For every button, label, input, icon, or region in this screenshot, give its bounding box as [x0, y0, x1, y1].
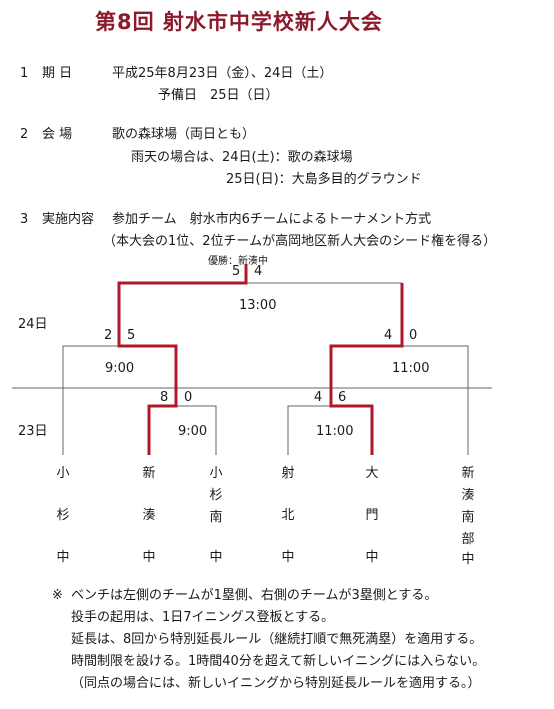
semi-right-score-left: 4 [384, 328, 393, 343]
team-char: 中 [365, 550, 379, 565]
team-char: 湊 [461, 488, 475, 503]
venue-number: 2 [20, 127, 29, 142]
team-char: 小 [56, 466, 70, 481]
quarter-right-score-left: 4 [314, 390, 323, 405]
quarter-left-time: 9:00 [178, 424, 208, 439]
quarter-left-score-left: 8 [160, 390, 169, 405]
semi-left-score-left: 2 [104, 328, 113, 343]
final-score-left: 5 [232, 264, 241, 279]
team-char: 射 [281, 466, 295, 481]
winner-label: 優勝：新湊中 [208, 256, 268, 267]
semi-right-time: 11:00 [392, 361, 430, 376]
team-char: 杉 [209, 488, 223, 503]
team-char: 湊 [142, 508, 156, 523]
final-score-right: 4 [254, 264, 263, 279]
day-23-label: 23日 [18, 424, 48, 439]
quarter-right-time: 11:00 [316, 424, 354, 439]
team-char: 小 [209, 466, 223, 481]
quarter-right-score-right: 6 [338, 390, 347, 405]
note-line-2: 投手の起用は、1日7イニングス登板とする。 [71, 610, 335, 625]
note-line-5: （同点の場合には、新しいイニングから特別延長ルールを適用する。） [71, 676, 481, 691]
note-line-1: ベンチは左側のチームが1塁側、右側のチームが3塁側とする。 [71, 588, 438, 603]
semi-left-score-right: 5 [127, 328, 136, 343]
rain-venue-2: 25日(日)：大島多目的グラウンド [226, 172, 422, 187]
note-line-4: 時間制限を設ける。1時間40分を超えて新しいイニングには入らない。 [71, 654, 486, 669]
date-number: 1 [20, 66, 29, 81]
team-char: 北 [281, 508, 295, 523]
semi-left-time: 9:00 [105, 361, 135, 376]
day-24-label: 24日 [18, 317, 48, 332]
team-char: 中 [56, 550, 70, 565]
team-char: 南 [209, 510, 223, 525]
semi-right-score-right: 0 [409, 328, 418, 343]
content-value: 参加チーム 射水市内6チームによるトーナメント方式 [112, 212, 432, 227]
venue-value: 歌の森球場（両日とも） [112, 127, 256, 142]
team-char: 中 [461, 552, 475, 567]
team-char: 中 [142, 550, 156, 565]
team-char: 新 [461, 466, 475, 481]
page-title: 第8回 射水市中学校新人大会 [95, 10, 383, 34]
note-line-3: 延長は、8回から特別延長ルール（継続打順で無死満塁）を適用する。 [71, 632, 483, 647]
content-label: 実施内容 [42, 212, 95, 227]
team-char: 南 [461, 510, 475, 525]
date-value: 平成25年8月23日（金）、24日（土） [112, 66, 333, 81]
quarter-left-score-right: 0 [184, 390, 193, 405]
content-number: 3 [20, 212, 29, 227]
team-char: 部 [461, 532, 475, 547]
date-label: 期 日 [42, 66, 73, 81]
team-char: 大 [365, 466, 379, 481]
team-char: 新 [142, 466, 156, 481]
reserve-date: 予備日 25日（日） [158, 88, 279, 103]
venue-label: 会 場 [42, 127, 73, 142]
team-char: 中 [209, 550, 223, 565]
final-time: 13:00 [239, 298, 277, 313]
notes-mark: ※ [52, 588, 63, 603]
team-char: 門 [365, 508, 379, 523]
team-char: 杉 [56, 508, 70, 523]
content-note: （本大会の1位、2位チームが高岡地区新人大会のシード権を得る） [103, 234, 497, 249]
rain-venue-1: 雨天の場合は、24日(土)：歌の森球場 [131, 150, 353, 165]
team-char: 中 [281, 550, 295, 565]
